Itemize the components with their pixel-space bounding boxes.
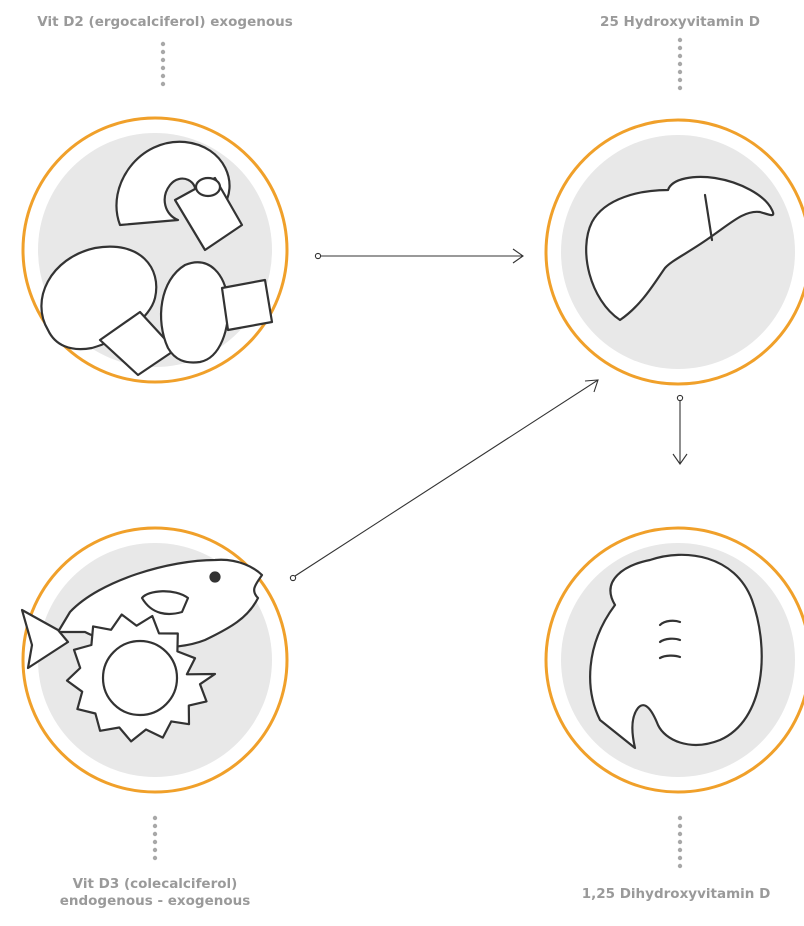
arrow-d3-to-25 — [290, 380, 598, 581]
dots-d3 — [153, 816, 157, 860]
dots-d2 — [161, 42, 165, 86]
arrow-25-to-125 — [673, 395, 687, 464]
dots-25 — [678, 38, 682, 90]
dots-125 — [678, 816, 682, 868]
arrow-d2-to-25 — [315, 249, 523, 263]
kidney-icon — [590, 555, 762, 748]
